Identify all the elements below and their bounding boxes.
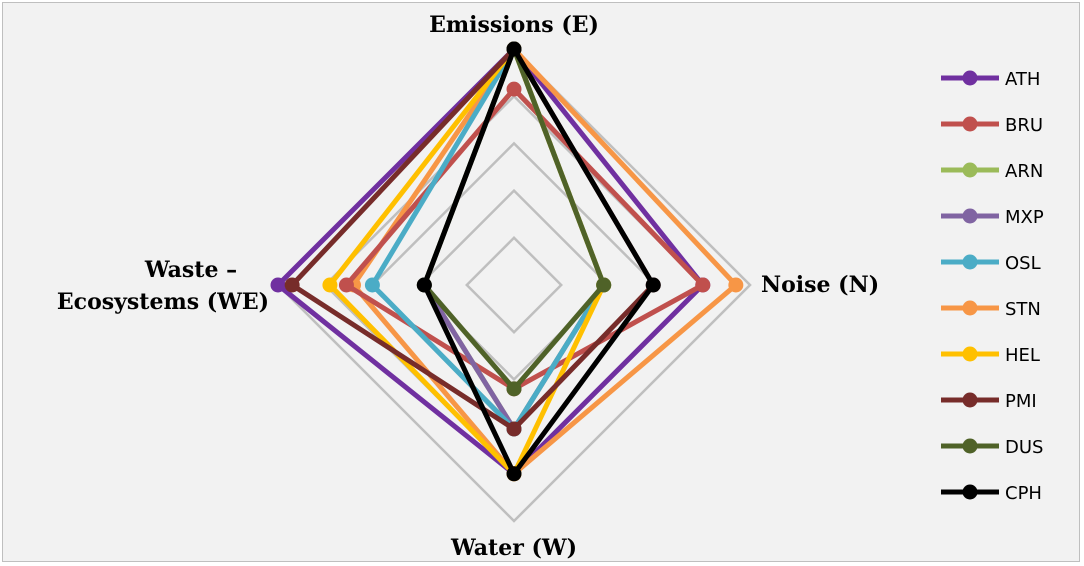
point-cph-n: [645, 277, 661, 293]
grid-ring-2: [417, 188, 611, 382]
series-cph: [416, 41, 661, 482]
point-cph-we: [416, 277, 432, 293]
radar-series: [270, 41, 744, 482]
point-stn-n: [728, 277, 744, 293]
legend-item-mxp: MXP: [941, 207, 1044, 228]
legend-label-cph: CPH: [1005, 483, 1042, 504]
legend-marker-osl: [962, 254, 978, 270]
legend-marker-ath: [962, 70, 978, 86]
legend-item-pmi: PMI: [941, 391, 1037, 412]
axis-labels: Emissions (E) Noise (N) Water (W) Waste …: [57, 12, 879, 561]
point-bru-e: [506, 81, 522, 97]
legend: ATH BRU ARN MXP OSL STN HEL PMI DUS CPH: [941, 69, 1044, 504]
legend-label-mxp: MXP: [1005, 207, 1044, 228]
point-bru-we: [338, 277, 354, 293]
point-hel-we: [322, 277, 338, 293]
legend-label-ath: ATH: [1005, 69, 1040, 90]
axis-label-waste-line2: Ecosystems (WE): [57, 289, 269, 315]
radar-chart: Emissions (E) Noise (N) Water (W) Waste …: [57, 12, 1044, 561]
legend-marker-stn: [962, 300, 978, 316]
point-bru-n: [695, 277, 711, 293]
point-cph-w: [506, 466, 522, 482]
legend-marker-dus: [962, 438, 978, 454]
series-osl: [364, 41, 612, 437]
legend-item-dus: DUS: [941, 437, 1043, 458]
legend-marker-mxp: [962, 208, 978, 224]
point-ath-we: [270, 277, 286, 293]
point-dus-w: [506, 381, 522, 397]
legend-label-hel: HEL: [1005, 345, 1040, 366]
legend-marker-hel: [962, 346, 978, 362]
legend-label-dus: DUS: [1005, 437, 1043, 458]
legend-item-osl: OSL: [941, 253, 1041, 274]
legend-item-stn: STN: [941, 299, 1041, 320]
legend-item-bru: BRU: [941, 115, 1043, 136]
axis-label-waste-line1: Waste –: [144, 257, 237, 283]
legend-marker-pmi: [962, 392, 978, 408]
legend-label-osl: OSL: [1005, 253, 1041, 274]
legend-item-ath: ATH: [941, 69, 1040, 90]
axis-label-emissions: Emissions (E): [429, 12, 599, 38]
legend-label-bru: BRU: [1005, 115, 1043, 136]
legend-label-arn: ARN: [1005, 161, 1043, 182]
legend-item-cph: CPH: [941, 483, 1042, 504]
point-pmi-w: [506, 421, 522, 437]
point-dus-n: [596, 277, 612, 293]
legend-marker-cph: [962, 484, 978, 500]
legend-label-pmi: PMI: [1005, 391, 1037, 412]
point-osl-we: [364, 277, 380, 293]
legend-marker-arn: [962, 162, 978, 178]
axis-label-water: Water (W): [450, 535, 577, 561]
grid-ring-1: [465, 236, 563, 334]
point-cph-e: [506, 41, 522, 57]
legend-item-hel: HEL: [941, 345, 1040, 366]
point-pmi-we: [284, 277, 300, 293]
legend-marker-bru: [962, 116, 978, 132]
legend-label-stn: STN: [1005, 299, 1041, 320]
axis-label-noise: Noise (N): [761, 272, 879, 298]
legend-item-arn: ARN: [941, 161, 1043, 182]
